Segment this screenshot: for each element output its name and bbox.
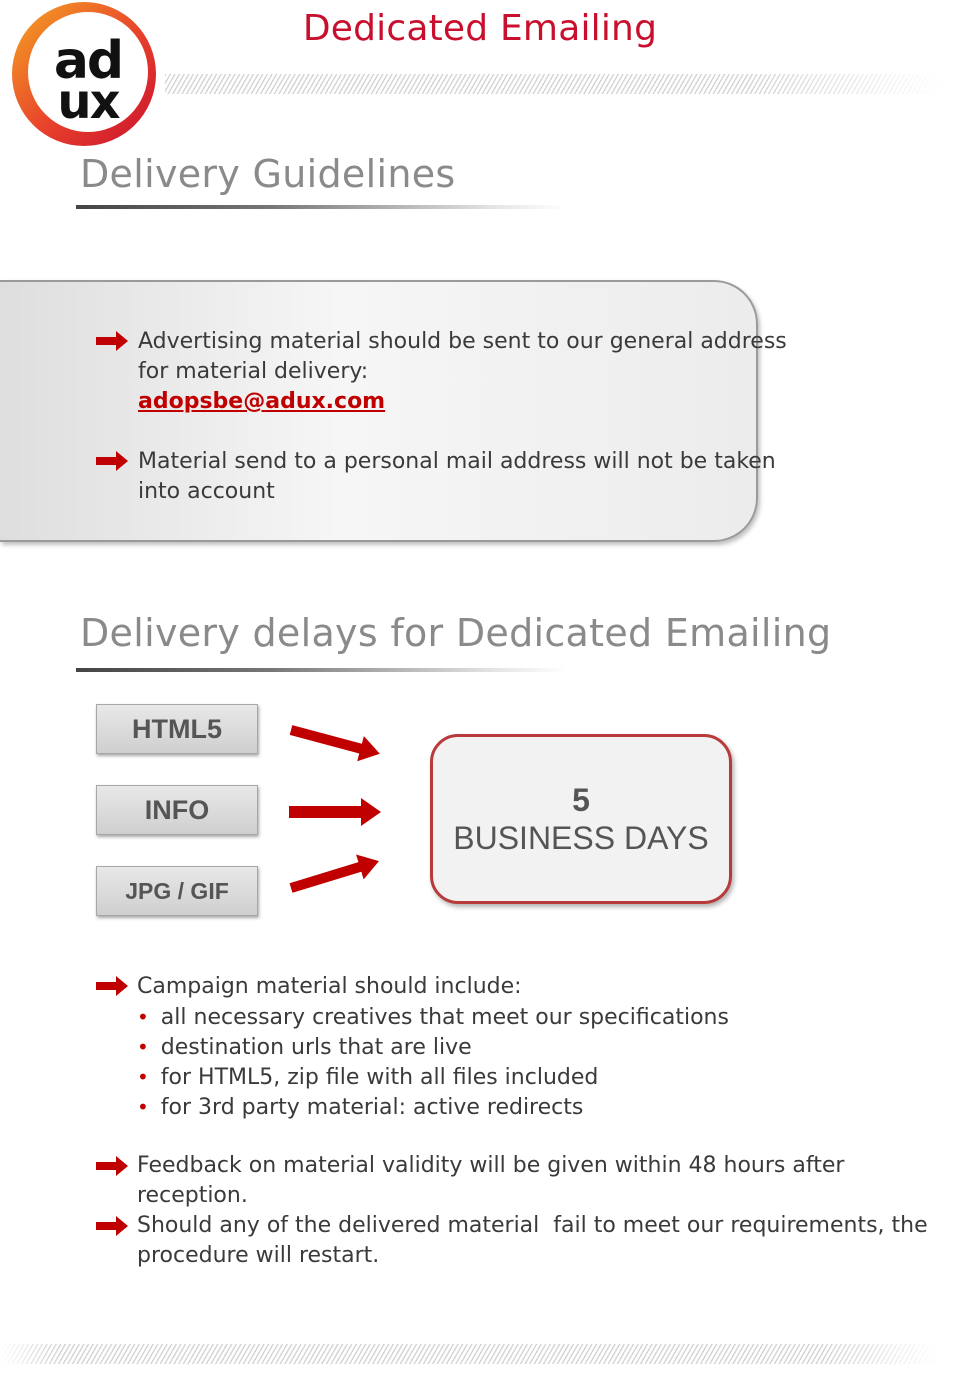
guideline-bullet-1: Advertising material should be sent to o…: [138, 327, 787, 417]
connector-arrows: [289, 725, 381, 893]
bullet-dot-icon: •: [137, 1065, 149, 1089]
red-arrow-icon: [96, 451, 128, 471]
format-box-jpg-gif: JPG / GIF: [96, 866, 258, 916]
business-days-box: 5 BUSINESS DAYS: [430, 734, 732, 904]
bullet-dot-icon: •: [137, 1035, 149, 1059]
delay-unit: BUSINESS DAYS: [453, 820, 709, 856]
red-arrow-icon: [289, 854, 379, 893]
restart-note: Should any of the delivered material fai…: [137, 1211, 928, 1271]
list-item: • all necessary creatives that meet our s…: [137, 1002, 729, 1033]
list-item-text: for 3rd party material: active redirects: [160, 1095, 584, 1120]
red-arrow-icon: [96, 976, 128, 996]
section-underline: [76, 205, 566, 209]
list-item-text: for HTML5, zip file with all files inclu…: [160, 1065, 599, 1090]
section-underline: [76, 668, 566, 672]
guideline-bullet-2: Material send to a personal mail address…: [138, 447, 776, 507]
list-item: • for HTML5, zip file with all files incl…: [137, 1062, 598, 1093]
red-arrow-icon: [96, 331, 128, 351]
delay-number: 5: [572, 782, 590, 818]
red-arrow-icon: [289, 725, 380, 762]
footer-hatch-divider: [0, 1344, 940, 1364]
red-arrow-icon: [96, 1156, 128, 1176]
logo-text-bottom: ux: [57, 74, 120, 130]
restart-line-1: Should any of the delivered material fai…: [137, 1213, 928, 1238]
guideline-2-line-2: into account: [138, 479, 275, 504]
list-item-text: destination urls that are live: [160, 1035, 472, 1060]
red-arrow-icon: [96, 1216, 128, 1236]
bullet-dot-icon: •: [137, 1005, 149, 1029]
format-box-html5: HTML5: [96, 704, 258, 754]
list-item-text: all necessary creatives that meet our sp…: [160, 1005, 729, 1030]
adux-logo: ad ux: [8, 0, 160, 152]
feedback-note: Feedback on material validity will be gi…: [137, 1153, 845, 1208]
page-title: Dedicated Emailing: [302, 8, 658, 49]
bullet-dot-icon: •: [137, 1095, 149, 1119]
guidelines-box: [0, 280, 758, 542]
red-arrow-icon: [289, 798, 381, 826]
guideline-2-line-1: Material send to a personal mail address…: [138, 449, 776, 474]
guideline-1-line-2: for material delivery:: [138, 359, 369, 384]
delivery-email-link[interactable]: adopsbe@adux.com: [138, 389, 386, 414]
section-title-guidelines: Delivery Guidelines: [80, 152, 456, 196]
header-hatch-divider: [165, 74, 945, 94]
guideline-1-line-1: Advertising material should be sent to o…: [138, 329, 787, 354]
list-item: • destination urls that are live: [137, 1032, 472, 1063]
logo-text-top: ad: [54, 31, 122, 91]
section-title-delays: Delivery delays for Dedicated Emailing: [80, 611, 832, 655]
list-item: • for 3rd party material: active redirect…: [137, 1092, 583, 1123]
restart-line-2: procedure will restart.: [137, 1243, 380, 1268]
campaign-material-heading: Campaign material should include:: [137, 974, 522, 999]
format-box-info: INFO: [96, 785, 258, 835]
